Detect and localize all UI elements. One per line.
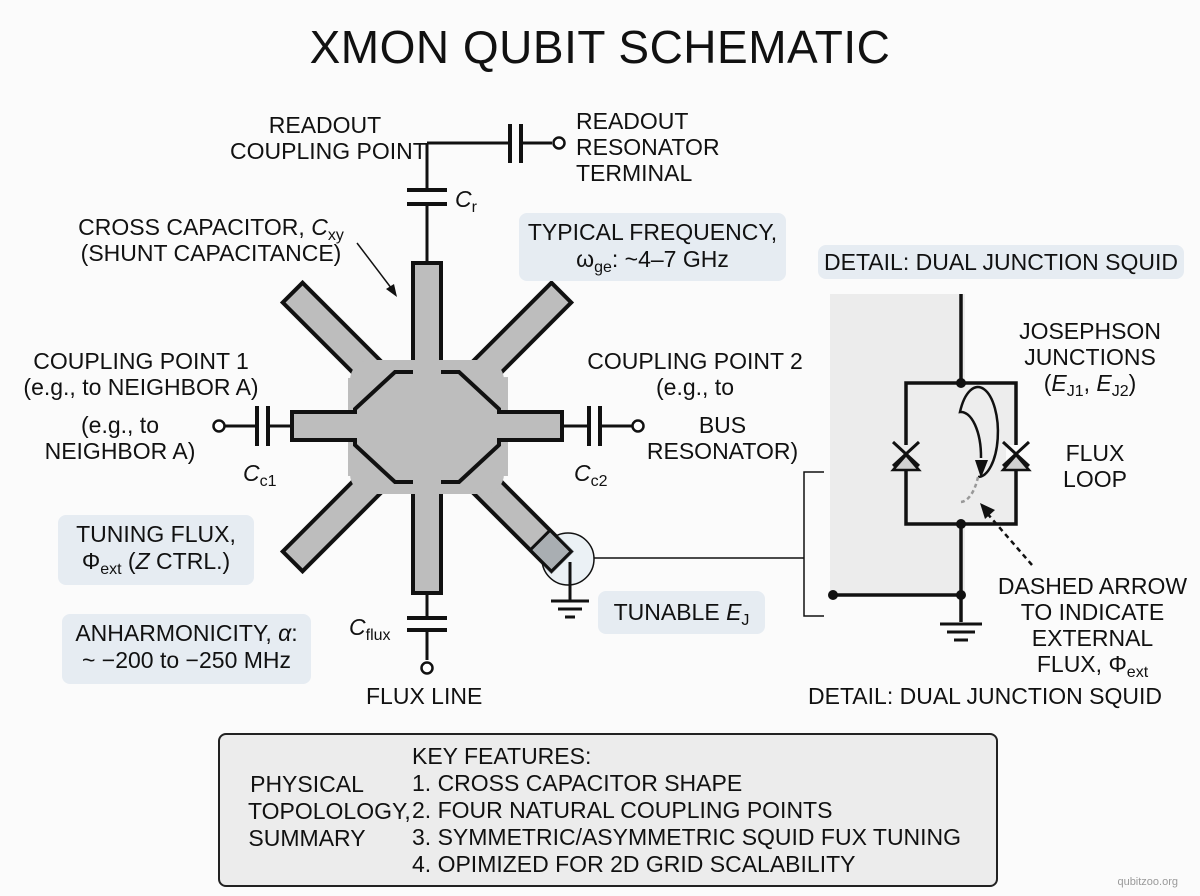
feature-item: 2. FOUR NATURAL COUPLING POINTS	[412, 797, 833, 823]
cc2-label: Cc2	[574, 460, 608, 490]
feature-item: 4. OPIMIZED FOR 2D GRID SCALABILITY	[412, 851, 856, 877]
key-features-heading: KEY FEATURES:	[412, 743, 592, 769]
coupling2-terminal-node[interactable]	[631, 419, 645, 433]
readout-capacitor-symbol	[508, 124, 523, 163]
tuning-flux-note: TUNING FLUX, Φext (Z CTRL.)	[58, 515, 254, 585]
capacitor-cc2-symbol	[587, 406, 602, 446]
ground-icon	[551, 562, 589, 619]
detail-bottom-label: DETAIL: DUAL JUNCTION SQUID	[808, 683, 1162, 709]
josephson-junction-1-icon	[890, 440, 922, 472]
diagram-title: XMON QUBIT SCHEMATIC	[309, 21, 891, 73]
coupling-point-2-label: COUPLING POINT 2(e.g., to	[587, 348, 803, 400]
tunable-ej-note: TUNABLE EJ	[598, 591, 765, 634]
capacitor-cc1-symbol	[255, 406, 270, 446]
cflux-label: Cflux	[349, 614, 391, 644]
watermark: qubitzoo.org	[1117, 876, 1178, 888]
coupling1-terminal-node[interactable]	[212, 419, 226, 433]
feature-item: 3. SYMMETRIC/ASYMMETRIC SQUID FUX TUNING	[412, 824, 962, 850]
flux-line-terminal-node[interactable]	[420, 661, 434, 675]
cross-capacitor-pointer	[356, 242, 396, 294]
feature-item: 1. CROSS CAPACITOR SHAPE	[412, 770, 743, 796]
detail-top-note: DETAIL: DUAL JUNCTION SQUID	[818, 245, 1184, 279]
external-flux-dashed-arrow	[985, 511, 1033, 566]
capacitor-cr-symbol	[407, 188, 447, 206]
flux-loop-arrow	[958, 385, 1000, 479]
anharmonicity-note: ANHARMONICITY, α: ~ −200 to −250 MHz	[62, 614, 311, 684]
capacitor-cflux-symbol	[407, 616, 447, 632]
coupling-point-1-label: COUPLING POINT 1(e.g., to NEIGHBOR A)	[23, 348, 259, 400]
cross-capacitor-label: CROSS CAPACITOR, Cxy (SHUNT CAPACITANCE)	[78, 214, 344, 266]
readout-terminal-node[interactable]	[552, 136, 566, 150]
ground-icon-squid	[940, 622, 982, 642]
josephson-junction-2-icon	[1000, 440, 1032, 472]
cr-label: Cr	[455, 186, 477, 216]
frequency-note: TYPICAL FREQUENCY, ωge: ~4–7 GHz	[519, 213, 786, 281]
cc1-label: Cc1	[243, 460, 277, 490]
detail-bracket	[803, 471, 824, 617]
flux-line-label: FLUX LINE	[366, 683, 483, 709]
key-features-list: KEY FEATURES: 1. CROSS CAPACITOR SHAPE 2…	[412, 743, 961, 878]
